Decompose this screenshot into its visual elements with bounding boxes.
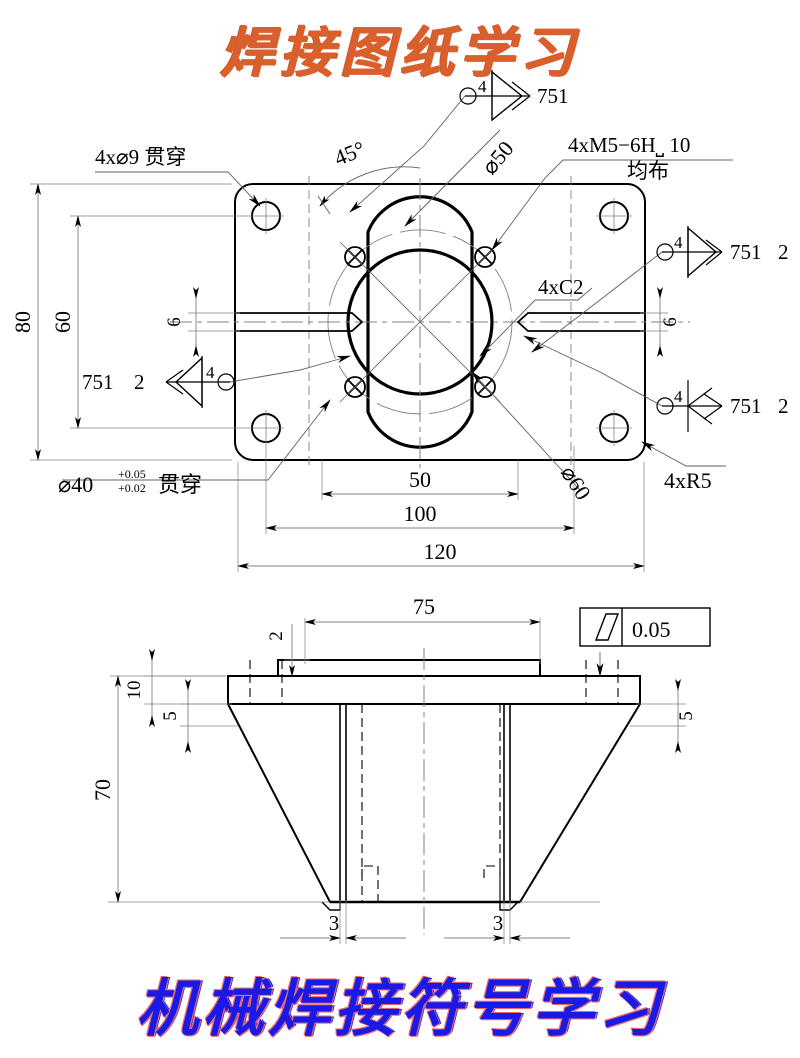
dim-2: 2 — [266, 624, 310, 677]
rib-lines — [339, 704, 511, 902]
gdt-tolerance-label: 0.05 — [632, 617, 671, 642]
weld-right-lower-size: 4 — [674, 387, 683, 406]
callout-bore-label: ⌀40 — [58, 472, 93, 497]
weld-right-lower-qty: 2 — [778, 394, 789, 418]
weld-left-ref: 751 — [82, 370, 114, 394]
dim-3-right: 3 — [444, 900, 570, 944]
dim-75: 75 — [304, 594, 541, 664]
callout-corner-holes: 4x⌀9 贯穿 — [95, 145, 261, 207]
parallelism-icon — [594, 613, 620, 641]
dim-5-left: 5 — [160, 679, 238, 753]
callout-bore: ⌀40 +0.05 +0.02 贯穿 — [58, 399, 331, 497]
weld-symbol-top: 4 751 — [349, 70, 569, 213]
dim-6-right: 6 — [640, 287, 681, 357]
dim-5-left-label: 5 — [160, 711, 181, 721]
bolt-circle — [327, 229, 513, 415]
dim-6-left-label: 6 — [164, 317, 185, 327]
hidden-lines — [249, 660, 619, 902]
callout-corner-radius-label: 4xR5 — [664, 468, 712, 493]
callout-corner-radius: 4xR5 — [641, 441, 726, 493]
slot-left — [235, 312, 364, 332]
dim-6-right-label: 6 — [660, 317, 681, 327]
dim-5-right-label: 5 — [676, 711, 697, 721]
weld-right-upper-qty: 2 — [778, 240, 789, 264]
callout-chamfer-label: 4xC2 — [538, 275, 584, 299]
weld-left-size: 4 — [206, 363, 215, 382]
dim-80: 80 — [10, 183, 232, 461]
callout-bore-tol-upper: +0.05 — [118, 467, 146, 481]
construction-lines — [308, 176, 572, 470]
weld-symbol-right-upper: 4 751 2 — [531, 226, 789, 353]
dim-3-right-label: 3 — [493, 911, 504, 935]
dim-60-label: 60 — [50, 311, 75, 333]
weld-right-lower-ref: 751 — [730, 394, 762, 418]
center-lines — [170, 178, 690, 468]
slot-right — [516, 312, 645, 332]
dim-120: 120 — [237, 462, 645, 572]
dim-75-label: 75 — [413, 594, 435, 619]
dim-80-label: 80 — [10, 311, 35, 333]
weld-top-size: 4 — [478, 77, 487, 96]
dim-100: 100 — [265, 446, 575, 534]
callout-bore-tol-lower: +0.02 — [118, 481, 146, 495]
dim-3-left: 3 — [280, 900, 406, 944]
plate-outline — [234, 183, 646, 461]
callout-bore-note: 贯穿 — [158, 472, 202, 497]
corner-hole-centerlines — [248, 198, 632, 446]
callout-thread-note: 均布 — [627, 159, 669, 183]
dim-120-label: 120 — [424, 539, 457, 564]
dim-3-left-label: 3 — [329, 911, 340, 935]
top-view: 80 60 6 6 50 — [10, 70, 789, 572]
weld-top-ref: 751 — [537, 84, 569, 108]
dim-6-left: 6 — [164, 287, 240, 357]
callout-corner-holes-label: 4x⌀9 贯穿 — [95, 145, 186, 169]
front-view: 75 2 0.05 70 10 — [90, 594, 711, 944]
weld-symbol-right-lower: 4 751 2 — [523, 335, 789, 432]
weld-right-upper-size: 4 — [674, 233, 683, 252]
callout-thread-label: 4xM5−6H⎵ 10 — [568, 133, 690, 157]
callout-chamfer: 4xC2 — [479, 275, 593, 357]
weld-right-upper-ref: 751 — [730, 240, 762, 264]
dim-50-label: 50 — [409, 467, 431, 492]
dim-70-label: 70 — [90, 779, 115, 801]
gdt-frame: 0.05 — [579, 607, 711, 677]
dim-2-label: 2 — [266, 631, 287, 641]
dim-10-label: 10 — [124, 681, 145, 700]
callout-thread: 4xM5−6H⎵ 10 均布 — [491, 133, 733, 251]
weld-symbol-left: 4 751 2 — [82, 355, 351, 408]
dim-5-right: 5 — [630, 679, 697, 753]
weld-left-qty: 2 — [134, 370, 145, 394]
dim-60: 60 — [50, 215, 248, 429]
dim-100-label: 100 — [404, 501, 437, 526]
dim-50: 50 — [321, 460, 519, 500]
